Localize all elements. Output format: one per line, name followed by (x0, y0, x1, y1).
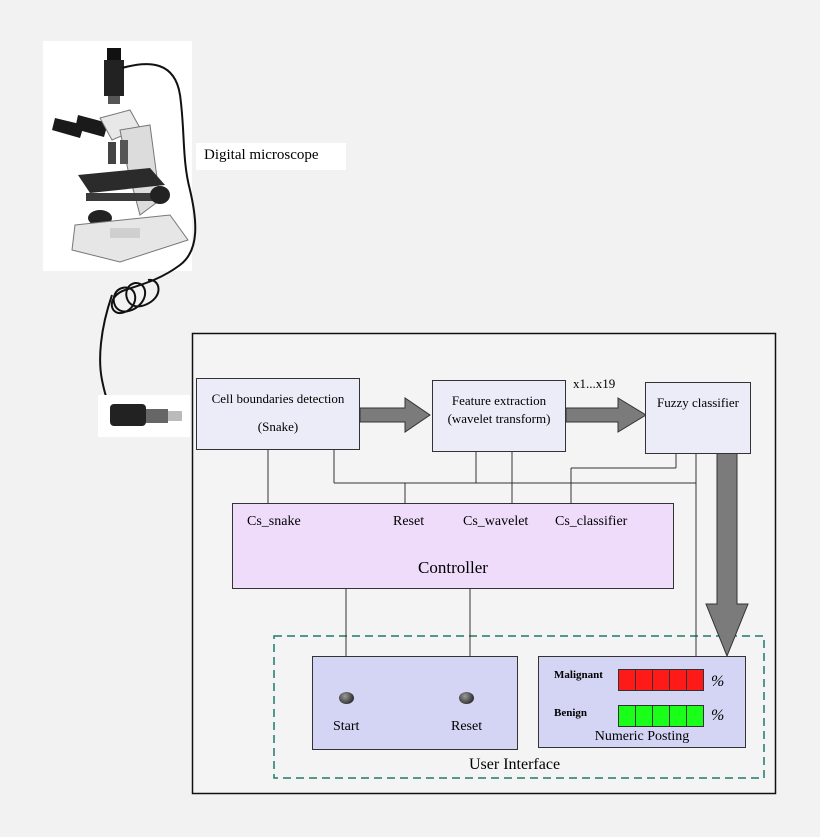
benign-gauge-segment (636, 706, 653, 726)
snake-label: (Snake) (257, 419, 299, 434)
control-buttons-panel: Start Reset (312, 656, 518, 750)
cs-wavelet-label: Cs_wavelet (463, 514, 529, 529)
features-label: x1...x19 (573, 376, 616, 391)
numeric-posting-panel: Malignant % Benign % Numeric Posting (538, 656, 746, 748)
connection-lines (267, 450, 697, 656)
reset-button[interactable] (459, 692, 474, 704)
controller-label: Controller (418, 558, 488, 577)
arrow-fuzzy-to-posting (705, 451, 749, 658)
cs-snake-label: Cs_snake (247, 514, 301, 529)
cs-classifier-label: Cs_classifier (555, 514, 628, 529)
malignant-gauge-segment (670, 670, 687, 690)
usb-plug-icon (110, 404, 182, 426)
start-label: Start (333, 719, 360, 734)
controller-module: Cs_snake Reset Cs_wavelet Cs_classifier … (232, 503, 674, 589)
malignant-percent: % (711, 673, 725, 690)
cell-boundaries-label: Cell boundaries detection (211, 391, 345, 406)
feature-extraction-module: Feature extraction (wavelet transform) (432, 380, 566, 452)
reset-signal-label: Reset (393, 514, 425, 529)
malignant-gauge (618, 669, 704, 691)
malignant-label: Malignant (554, 669, 603, 681)
fuzzy-classifier-module: Fuzzy classifier (645, 382, 751, 454)
benign-gauge-segment (619, 706, 636, 726)
reset-label: Reset (451, 719, 483, 734)
malignant-gauge-segment (687, 670, 703, 690)
benign-percent: % (711, 707, 725, 724)
benign-gauge (618, 705, 704, 727)
user-interface-region (273, 635, 765, 779)
malignant-gauge-segment (653, 670, 670, 690)
cell-boundaries-module: Cell boundaries detection (Snake) (196, 378, 360, 450)
benign-label: Benign (554, 707, 588, 719)
arrow-feature-to-fuzzy (565, 397, 647, 433)
user-interface-label: User Interface (463, 756, 567, 774)
benign-gauge-segment (653, 706, 670, 726)
fuzzy-classifier-label: Fuzzy classifier (657, 395, 739, 410)
microscope-icon (52, 48, 189, 263)
arrow-cell-to-feature (359, 397, 431, 433)
benign-gauge-segment (687, 706, 703, 726)
start-button[interactable] (339, 692, 354, 704)
benign-gauge-segment (670, 706, 687, 726)
malignant-gauge-segment (636, 670, 653, 690)
microscope-label: Digital microscope (204, 147, 319, 163)
microscope-caption: Digital microscope (196, 143, 346, 170)
feature-extraction-label: Feature extraction (451, 393, 547, 408)
wavelet-label: (wavelet transform) (447, 411, 551, 426)
numeric-posting-label: Numeric Posting (594, 729, 690, 744)
malignant-gauge-segment (619, 670, 636, 690)
